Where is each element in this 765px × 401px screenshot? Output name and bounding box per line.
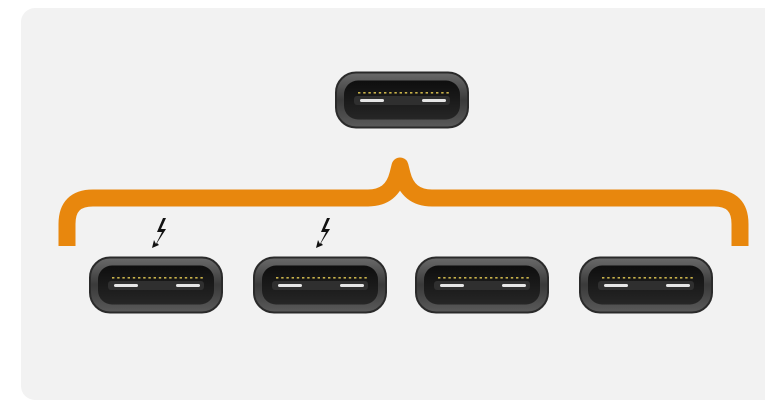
lightning-bolt-icon [152,218,166,248]
usb-c-port-4 [579,256,713,314]
lightning-bolt-icon [316,218,330,248]
usb-c-port-2 [253,256,387,314]
usb-c-port-3 [415,256,549,314]
usb-c-port-host [335,71,469,129]
connection-bracket [58,157,749,246]
usb-c-port-1 [89,256,223,314]
